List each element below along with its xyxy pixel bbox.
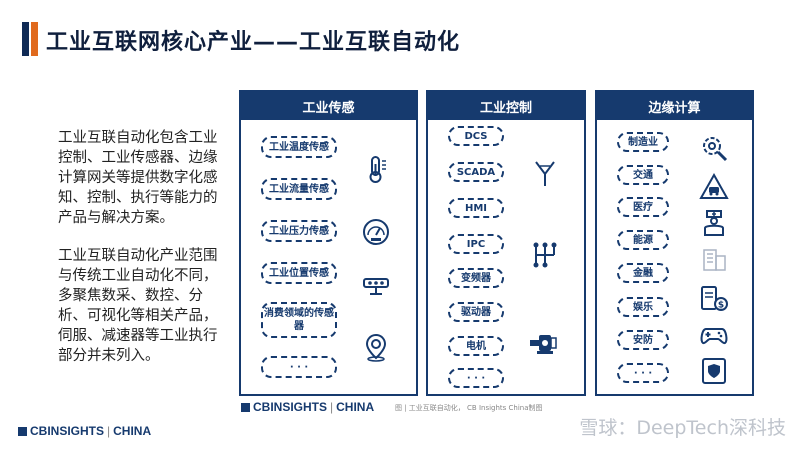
item-pill: · · · — [261, 356, 337, 378]
item-pill: 工业位置传感 — [261, 262, 337, 284]
doctor-icon — [699, 208, 729, 238]
item-pill: 金融 — [617, 263, 669, 283]
item-pill: 安防 — [617, 330, 669, 350]
logo-text: CBINSIGHTS — [253, 400, 328, 414]
logo-separator: | — [107, 424, 111, 438]
logo-mark-icon — [18, 426, 27, 436]
accent-bar-orange — [31, 22, 38, 56]
svg-text:$: $ — [718, 301, 724, 311]
motor-icon — [528, 328, 558, 358]
item-pill: 能源 — [617, 230, 669, 250]
antenna-icon — [530, 158, 560, 188]
item-pill: · · · — [617, 363, 669, 383]
panel-industrial-control: 工业控制 DCS SCADA HMI IPC 变频器 驱动器 电机 · · · — [426, 90, 586, 396]
logo-mark-icon — [241, 402, 250, 412]
cbinsights-logo-center: CBINSIGHTS | CHINA — [241, 400, 374, 414]
panel-edge-computing: 边缘计算 制造业 交通 医疗 能源 金融 娱乐 安防 · · · $ — [595, 90, 754, 396]
depth-camera-icon — [361, 272, 391, 302]
panel-title: 边缘计算 — [597, 92, 752, 120]
item-pill: · · · — [448, 368, 504, 388]
item-pill: 工业压力传感 — [261, 220, 337, 242]
item-pill: 娱乐 — [617, 297, 669, 317]
shield-icon — [699, 356, 729, 386]
logo-separator: | — [330, 400, 334, 414]
panel-industrial-sensing: 工业传感 工业温度传感 工业流量传感 工业压力传感 工业位置传感 消费领域的传感… — [239, 90, 418, 396]
location-pin-icon — [361, 332, 391, 362]
panel-title: 工业控制 — [428, 92, 584, 120]
panel-title: 工业传感 — [241, 92, 416, 120]
description-paragraph-1: 工业互联自动化包含工业控制、工业传感器、边缘计算网关等提供数字化感知、控制、执行… — [58, 130, 218, 226]
page-title: 工业互联网核心产业——工业互联自动化 — [46, 30, 461, 55]
payment-icon: $ — [699, 284, 729, 314]
item-pill: 工业流量传感 — [261, 178, 337, 200]
item-pill: 消费领域的传感器 — [261, 302, 337, 338]
item-pill: SCADA — [448, 162, 504, 182]
car-crash-icon — [699, 172, 729, 202]
gamepad-icon — [699, 320, 729, 350]
thermometer-icon — [361, 154, 391, 184]
description-paragraph-2: 工业互联自动化产业范围与传统工业自动化不同，多聚焦数采、数控、分析、可视化等相关… — [58, 248, 218, 364]
figure-caption: 图 | 工业互联自动化， CB Insights China制图 — [395, 404, 543, 412]
item-pill: IPC — [448, 234, 504, 254]
item-pill: 工业温度传感 — [261, 136, 337, 158]
item-pill: HMI — [448, 198, 504, 218]
item-pill: 医疗 — [617, 197, 669, 217]
logo-region: CHINA — [336, 400, 375, 414]
description: 工业互联自动化包含工业控制、工业传感器、边缘计算网关等提供数字化感知、控制、执行… — [58, 128, 223, 384]
watermark: 雪球：DeepTech深科技 — [579, 417, 786, 439]
title-accent-bar — [22, 22, 38, 56]
gear-shift-icon — [530, 240, 560, 270]
item-pill: 电机 — [448, 336, 504, 356]
gear-wrench-icon — [699, 132, 729, 162]
logo-region: CHINA — [113, 424, 152, 438]
accent-bar-navy — [22, 22, 29, 56]
item-pill: 驱动器 — [448, 302, 504, 322]
item-pill: 交通 — [617, 165, 669, 185]
item-pill: 制造业 — [617, 132, 669, 152]
pressure-gauge-icon — [361, 217, 391, 247]
building-icon — [699, 244, 729, 274]
cbinsights-logo-footer: CBINSIGHTS | CHINA — [18, 424, 151, 438]
item-pill: DCS — [448, 126, 504, 146]
logo-text: CBINSIGHTS — [30, 424, 105, 438]
item-pill: 变频器 — [448, 268, 504, 288]
